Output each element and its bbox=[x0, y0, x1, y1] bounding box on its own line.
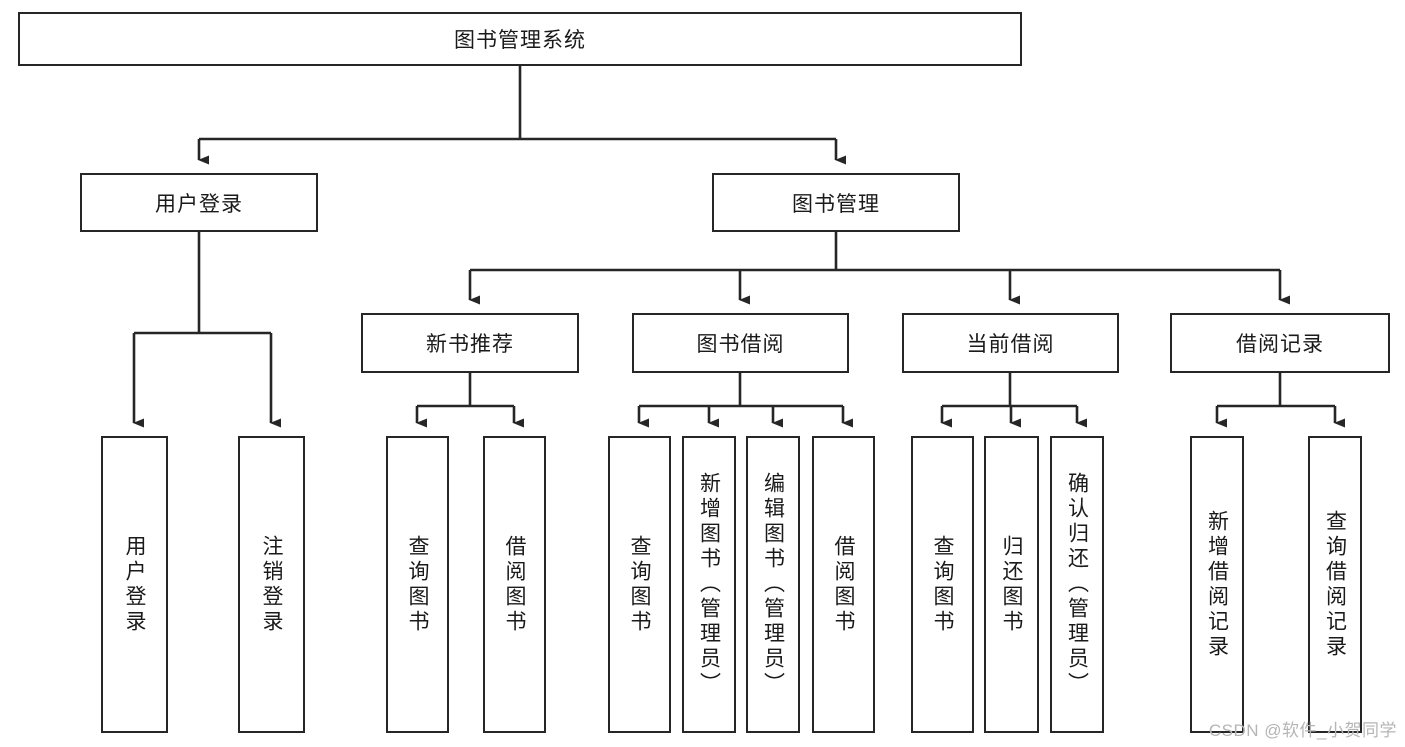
leaf-borrow-book[interactable]: 借阅图书 bbox=[812, 436, 875, 733]
watermark: CSDN @软件_小贺同学 bbox=[1208, 721, 1397, 740]
node-label: 归还图书 bbox=[1000, 534, 1023, 635]
node-label: 查询借阅记录 bbox=[1323, 509, 1347, 660]
node-label: 当前借阅 bbox=[966, 333, 1055, 356]
leaf-query-book-recommend[interactable]: 查询图书 bbox=[386, 436, 449, 733]
node-new-book-recommend[interactable]: 新书推荐 bbox=[361, 313, 579, 373]
node-label: 图书管理 bbox=[792, 192, 880, 216]
node-label: 借阅图书 bbox=[832, 534, 855, 635]
leaf-user-login[interactable]: 用户登录 bbox=[101, 436, 168, 733]
node-label: 用户登录 bbox=[155, 192, 243, 216]
leaf-borrow-book-recommend[interactable]: 借阅图书 bbox=[483, 436, 546, 733]
node-label: 查询图书 bbox=[931, 534, 954, 635]
leaf-logout-login[interactable]: 注销登录 bbox=[238, 436, 305, 733]
node-label: 注销登录 bbox=[260, 534, 283, 635]
node-label: 借阅记录 bbox=[1236, 333, 1324, 356]
node-book-management[interactable]: 图书管理 bbox=[712, 173, 960, 232]
node-label: 新增图书（管理员） bbox=[697, 472, 721, 697]
node-label: 编辑图书（管理员） bbox=[761, 472, 785, 697]
node-current-borrow[interactable]: 当前借阅 bbox=[902, 313, 1119, 373]
node-user-login[interactable]: 用户登录 bbox=[80, 173, 318, 232]
leaf-return-book[interactable]: 归还图书 bbox=[984, 436, 1039, 733]
node-label: 确认归还（管理员） bbox=[1065, 472, 1089, 697]
node-book-borrow[interactable]: 图书借阅 bbox=[632, 313, 849, 373]
node-label: 用户登录 bbox=[123, 534, 146, 635]
node-label: 查询图书 bbox=[628, 534, 651, 635]
node-label: 查询图书 bbox=[406, 534, 429, 635]
leaf-query-book-current[interactable]: 查询图书 bbox=[911, 436, 974, 733]
node-root[interactable]: 图书管理系统 bbox=[18, 12, 1022, 66]
leaf-query-book-borrow[interactable]: 查询图书 bbox=[608, 436, 671, 733]
leaf-confirm-return-admin[interactable]: 确认归还（管理员） bbox=[1050, 436, 1104, 733]
node-label: 新书推荐 bbox=[426, 333, 514, 356]
leaf-add-borrow-record[interactable]: 新增借阅记录 bbox=[1190, 436, 1244, 733]
leaf-edit-book-admin[interactable]: 编辑图书（管理员） bbox=[746, 436, 800, 733]
leaf-add-book-admin[interactable]: 新增图书（管理员） bbox=[682, 436, 736, 733]
node-label: 图书管理系统 bbox=[454, 29, 586, 52]
leaf-query-borrow-record[interactable]: 查询借阅记录 bbox=[1308, 436, 1362, 733]
node-borrow-record[interactable]: 借阅记录 bbox=[1170, 313, 1390, 373]
node-label: 借阅图书 bbox=[503, 534, 526, 635]
node-label: 新增借阅记录 bbox=[1205, 509, 1229, 660]
node-label: 图书借阅 bbox=[696, 333, 785, 356]
